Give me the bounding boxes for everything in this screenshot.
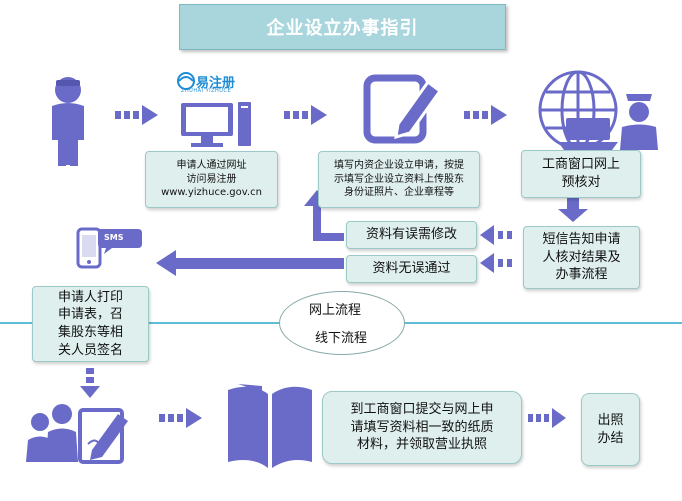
applicant-person-icon: [52, 77, 84, 166]
step-sms-text: 短信告知申请 人核对结果及 办事流程: [542, 232, 621, 283]
step-precheck-text: 工商窗口网上 预核对: [541, 157, 620, 190]
step-fill-text: 填写内资企业设立申请，按提 示填写企业设立资料上传股东 身份证照片、企业章程等: [334, 160, 464, 199]
page-title: 企业设立办事指引: [179, 4, 506, 50]
documents-icon: [228, 384, 312, 468]
online-flow-label: 网上流程: [309, 303, 362, 318]
step-done-box: 出照 办结: [581, 393, 640, 466]
arrow-docs-to-submit: [528, 408, 566, 428]
step-fill-box: 填写内资企业设立申请，按提 示填写企业设立资料上传股东 身份证照片、企业章程等: [318, 151, 480, 208]
edit-form-icon: [363, 74, 443, 144]
need-modify-text: 资料有误需修改: [365, 227, 457, 243]
arrow-modify-to-fill: [313, 202, 344, 241]
laptop-icon: [558, 118, 618, 150]
step-submit-box: 到工商窗口提交与网上申 请填写资料相一致的纸质 材料，并领取营业执照: [322, 391, 522, 464]
people-signing-icon: [26, 404, 128, 464]
arrow-print-to-sign: [80, 368, 100, 398]
arrow-approved-to-phone: [174, 258, 344, 269]
arrow-precheck-to-sms: [558, 197, 588, 222]
step-done-text: 出照 办结: [597, 412, 624, 446]
arrow-sms-to-approved: [480, 253, 512, 273]
sms-badge-label: SMS: [104, 233, 124, 242]
step-precheck-box: 工商窗口网上 预核对: [521, 150, 641, 198]
arrow-fill-to-window: [464, 105, 507, 125]
approved-text: 资料无误通过: [372, 261, 451, 277]
title-text: 企业设立办事指引: [266, 18, 419, 39]
step-submit-text: 到工商窗口提交与网上申 请填写资料相一致的纸质 材料，并领取营业执照: [350, 402, 494, 453]
step-print-text: 申请人打印 申请表，召 集股东等相 关人员签名: [57, 289, 123, 358]
offline-flow-label: 线下流程: [315, 331, 368, 346]
step-print-box: 申请人打印 申请表，召 集股东等相 关人员签名: [32, 286, 149, 362]
step-sms-box: 短信告知申请 人核对结果及 办事流程: [523, 226, 640, 289]
step-visit-text: 申请人通过网址 访问易注册 www.yizhuce.gov.cn: [161, 160, 262, 199]
flow-type-ellipse: [279, 291, 405, 355]
yizhuce-logo-icon: [177, 72, 195, 90]
sms-phone-icon: [76, 227, 142, 269]
logo-subtitle: ZHUHAI YIZHUCE: [181, 88, 232, 94]
computer-icon: [181, 102, 251, 147]
arrow-sign-to-docs: [159, 408, 202, 428]
need-modify-box: 资料有误需修改: [346, 221, 477, 249]
logo-name: 易注册: [196, 76, 236, 91]
arrow-site-to-fill: [284, 105, 327, 125]
arrow-person-to-site: [115, 105, 158, 125]
step-visit-box: 申请人通过网址 访问易注册 www.yizhuce.gov.cn: [145, 151, 278, 208]
officer-icon: [620, 94, 658, 150]
arrow-sms-to-modify: [480, 225, 512, 245]
approved-box: 资料无误通过: [346, 255, 477, 283]
